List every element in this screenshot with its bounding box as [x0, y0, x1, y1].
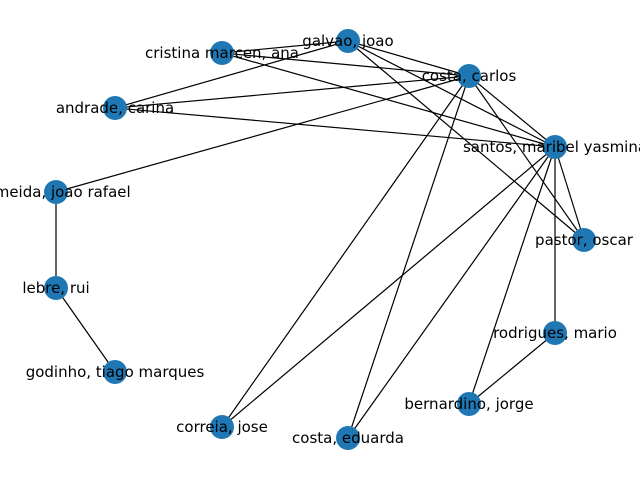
edge-costa_carlos-costa_eduarda — [347, 75, 470, 439]
edge-costa_carlos-pastor — [468, 75, 585, 241]
node-costa_carlos — [457, 64, 481, 88]
edge-galvao-andrade — [114, 40, 349, 109]
node-label-godinho: godinho, tiago marques — [26, 363, 205, 381]
node-label-correia: correia, jose — [176, 418, 268, 436]
edge-rodrigues-bernardino — [468, 332, 556, 405]
node-lebre — [44, 276, 68, 300]
node-pastor — [572, 228, 596, 252]
node-cristina — [210, 41, 234, 65]
node-label-bernardino: bernardino, jorge — [404, 395, 533, 413]
node-label-andrade: andrade, carina — [56, 99, 174, 117]
node-almeida — [44, 180, 68, 204]
node-label-santos: santos, maribel yasmina — [463, 138, 640, 156]
node-label-galvao: galvao, joao — [302, 32, 393, 50]
edge-lebre-godinho — [55, 287, 116, 373]
edge-galvao-pastor — [347, 40, 585, 241]
edge-andrade-santos — [114, 107, 556, 148]
edge-santos-correia — [221, 146, 556, 428]
node-godinho — [103, 360, 127, 384]
node-label-almeida: almeida, joao rafael — [0, 183, 131, 201]
node-label-rodrigues: rodrigues, mario — [493, 324, 617, 342]
node-label-cristina: cristina marcen, ana — [145, 44, 299, 62]
edge-cristina-costa_carlos — [221, 52, 470, 77]
edge-santos-costa_eduarda — [347, 146, 556, 439]
edge-galvao-costa_carlos — [347, 40, 470, 77]
edge-galvao-cristina — [221, 40, 349, 54]
node-label-lebre: lebre, rui — [22, 279, 89, 297]
node-andrade — [103, 96, 127, 120]
node-rodrigues — [543, 321, 567, 345]
edge-santos-bernardino — [468, 146, 556, 405]
edge-costa_carlos-santos — [468, 75, 556, 148]
nodes-layer — [44, 29, 596, 450]
node-costa_eduarda — [336, 426, 360, 450]
edge-costa_carlos-correia — [221, 75, 470, 428]
edge-andrade-costa_carlos — [114, 75, 470, 109]
node-label-costa_eduarda: costa, eduarda — [292, 429, 404, 447]
node-bernardino — [457, 392, 481, 416]
node-santos — [543, 135, 567, 159]
node-label-costa_carlos: costa, carlos — [422, 67, 517, 85]
edge-galvao-santos — [347, 40, 556, 148]
edge-santos-pastor — [554, 146, 585, 241]
node-label-pastor: pastor, oscar — [535, 231, 634, 249]
edge-cristina-santos — [221, 52, 556, 148]
edge-costa_carlos-almeida — [55, 75, 470, 193]
node-correia — [210, 415, 234, 439]
edges-layer — [55, 40, 585, 439]
node-galvao — [336, 29, 360, 53]
